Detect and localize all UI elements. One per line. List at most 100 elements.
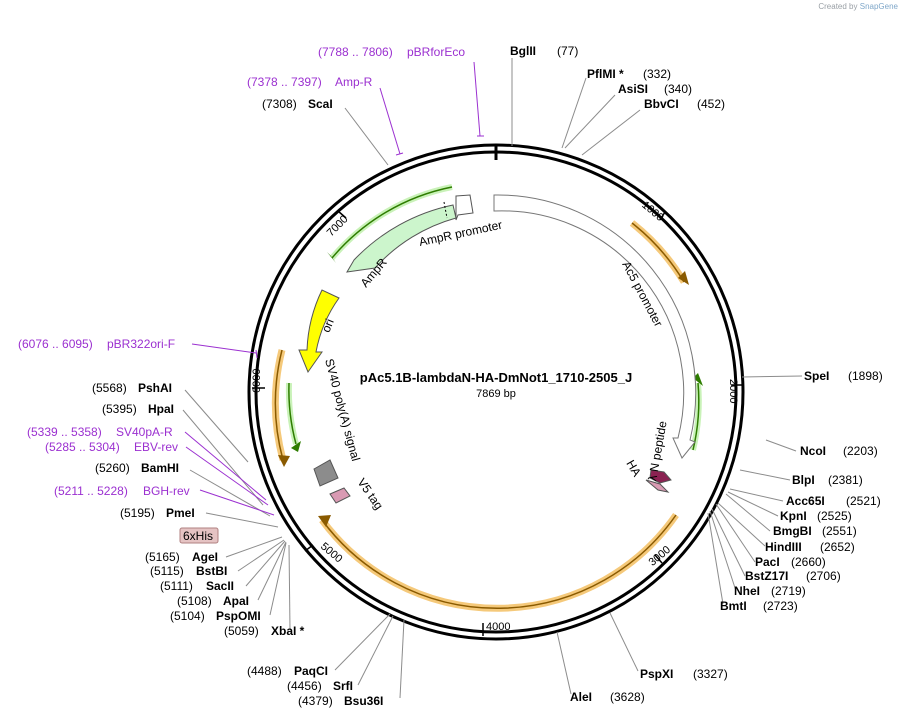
site-name: BglII xyxy=(510,44,536,58)
plasmid-name: pAc5.1B-lambdaN-HA-DmNot1_1710-2505_J xyxy=(360,370,632,385)
site-position: (3628) xyxy=(610,690,645,704)
primer-position: (7378 .. 7397) xyxy=(247,75,322,89)
site-name: KpnI xyxy=(780,509,807,523)
site-position: (77) xyxy=(557,44,578,58)
site-position: (2521) xyxy=(846,494,881,508)
site-name: AgeI xyxy=(192,550,218,564)
site-name: SacII xyxy=(206,579,234,593)
primer-position: (5339 .. 5358) xyxy=(27,425,102,439)
site-position: (332) xyxy=(643,67,671,81)
backbone-outer xyxy=(247,143,745,641)
site-position: (340) xyxy=(664,82,692,96)
primer-position: (5211 .. 5228) xyxy=(54,484,128,498)
ac5-promoter-arrow xyxy=(493,194,697,459)
primer-name: pBR322ori-F xyxy=(107,337,175,351)
primer-name: SV40pA-R xyxy=(116,425,173,439)
plasmid-size: 7869 bp xyxy=(476,388,516,400)
site-name: PspOMI xyxy=(216,609,261,623)
site-name: PmeI xyxy=(166,506,195,520)
tick-label-6000: 6000 xyxy=(251,369,263,393)
site-position: (452) xyxy=(697,97,725,111)
ha-label: HA xyxy=(623,458,643,479)
site-name: BlpI xyxy=(792,473,815,487)
tick-label-2000: 2000 xyxy=(727,379,739,403)
site-position: (5165) xyxy=(145,550,180,564)
site-name: BstBI xyxy=(196,564,227,578)
v5-tag-feature xyxy=(329,487,351,504)
sv40-polya-label: SV40 poly(A) signal xyxy=(322,357,363,462)
site-name: Acc65I xyxy=(786,494,825,508)
site-position: (5104) xyxy=(170,609,205,623)
site-name: AleI xyxy=(570,690,592,704)
primer-name: Amp-R xyxy=(335,75,373,89)
site-position: (5111) xyxy=(160,579,193,593)
site-name: ScaI xyxy=(308,97,333,111)
credit-brand: SnapGene xyxy=(859,2,898,11)
site-position: (2660) xyxy=(791,555,826,569)
site-name: HindIII xyxy=(765,540,802,554)
site-name: PshAI xyxy=(138,381,172,395)
credit-prefix: Created by xyxy=(818,2,858,11)
site-name: BmtI xyxy=(720,599,747,613)
his-tag-label: 6xHis xyxy=(183,529,213,543)
site-name: BamHI xyxy=(141,461,179,475)
ori-arrow xyxy=(298,289,340,374)
site-position: (1898) xyxy=(848,369,883,383)
tick-label-7000: 7000 xyxy=(325,213,351,239)
green-features xyxy=(285,184,703,452)
ampr-arrow xyxy=(346,204,457,273)
site-position: (2719) xyxy=(771,584,806,598)
site-position: (2381) xyxy=(828,473,863,487)
primer-name: BGH-rev xyxy=(143,484,190,498)
site-name: PacI xyxy=(755,555,780,569)
site-name: ApaI xyxy=(223,594,249,608)
primer-position: (6076 .. 6095) xyxy=(18,337,93,351)
site-position: (2723) xyxy=(763,599,798,613)
site-position: (2551) xyxy=(822,524,857,538)
sv40-polya-feature xyxy=(313,459,339,487)
site-name: HpaI xyxy=(148,402,174,416)
primer-leader-lines xyxy=(184,61,484,516)
orange-features xyxy=(271,220,689,612)
his-tag-badge xyxy=(179,527,219,544)
tick-label-4000: 4000 xyxy=(486,621,510,633)
site-position: (4379) xyxy=(298,694,333,708)
site-leader-lines xyxy=(182,58,803,699)
primer-name: EBV-rev xyxy=(134,440,178,454)
site-position: (5115) xyxy=(150,564,184,578)
site-position: (5568) xyxy=(92,381,127,395)
site-name: NheI xyxy=(734,584,760,598)
site-name: PaqCI xyxy=(294,664,328,678)
site-position: (2203) xyxy=(843,444,878,458)
site-position: (5395) xyxy=(102,402,137,416)
site-name: PspXI xyxy=(640,667,673,681)
site-position: (3327) xyxy=(693,667,728,681)
snapgene-credit: Created by SnapGene xyxy=(818,2,898,11)
site-position: (2706) xyxy=(806,569,841,583)
ha-feature xyxy=(649,469,672,484)
site-position: (4456) xyxy=(287,679,322,693)
v5-tag-label: V5 tag xyxy=(355,476,386,512)
site-position: (2652) xyxy=(820,540,855,554)
site-name: PflMI * xyxy=(587,67,624,81)
site-position: (2525) xyxy=(817,509,852,523)
site-name: BmgBI xyxy=(773,524,812,538)
site-name: SrfI xyxy=(333,679,353,693)
site-name: BstZ17I xyxy=(745,569,788,583)
site-position: (5059) xyxy=(224,624,259,638)
site-name: Bsu36I xyxy=(344,694,383,708)
ampr-promoter-arrow-head xyxy=(455,194,474,221)
site-name: SpeI xyxy=(804,369,829,383)
site-name: BbvCI xyxy=(644,97,679,111)
site-name: AsiSI xyxy=(618,82,648,96)
site-position: (7308) xyxy=(262,97,297,111)
lambda-n-feature xyxy=(645,479,670,493)
ampr-dotted-boundary xyxy=(443,201,448,219)
primer-position: (5285 .. 5304) xyxy=(45,440,120,454)
lambda-n-label: λ N peptide xyxy=(645,420,669,483)
site-position: (5195) xyxy=(120,506,155,520)
site-position: (5108) xyxy=(177,594,212,608)
site-name: XbaI * xyxy=(271,624,305,638)
primer-position: (7788 .. 7806) xyxy=(318,45,393,59)
